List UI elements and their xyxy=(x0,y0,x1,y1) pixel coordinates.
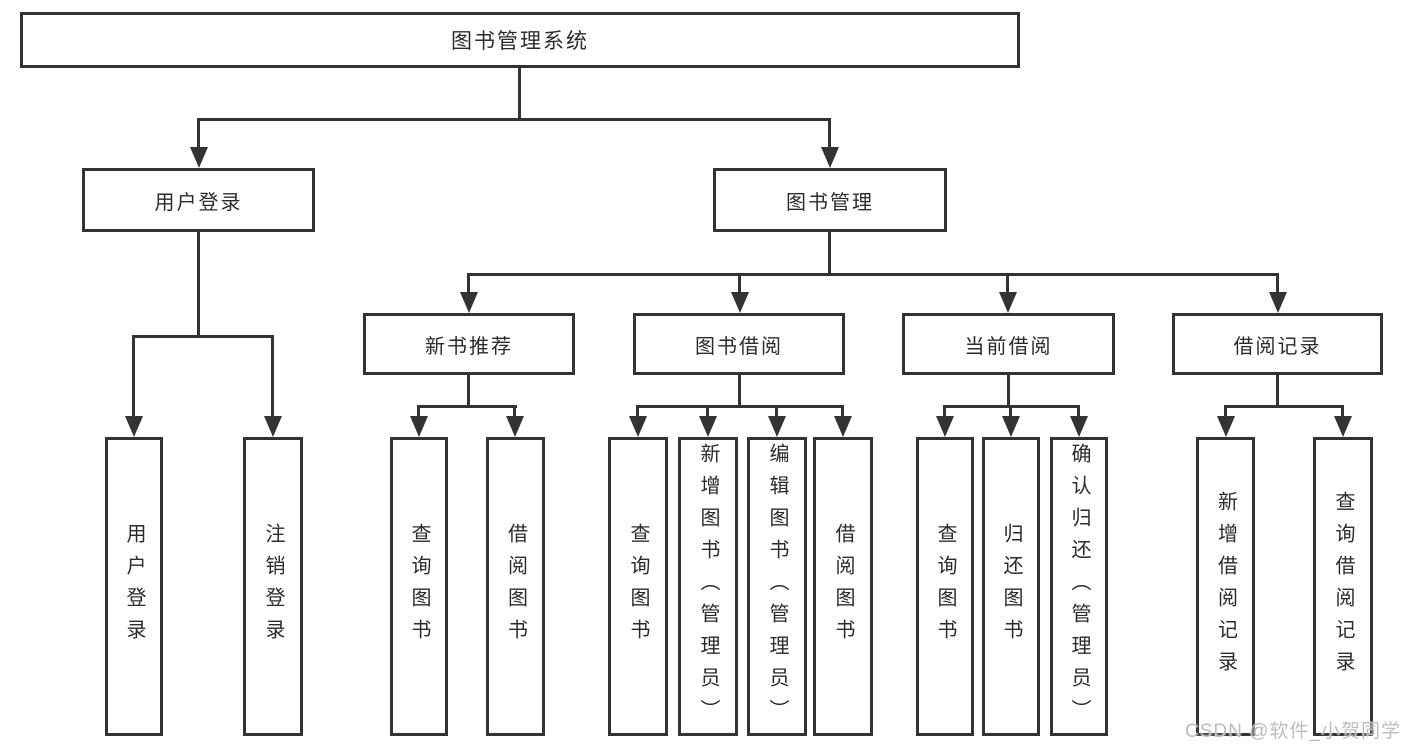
connector-arrow-add-borrow-record xyxy=(1216,405,1235,437)
connector-arrow-return-books xyxy=(1001,405,1020,437)
connector-book-borrow-bus xyxy=(636,405,843,408)
leaf-add-borrow-record: 新增借阅记录 xyxy=(1196,437,1255,736)
leaf-borrow-books: 借阅图书 xyxy=(813,437,873,736)
leaf-edit-books-admin: 编辑图书（管理员） xyxy=(747,437,807,736)
node-user-login: 用户登录 xyxy=(82,168,315,232)
connector-arrow-leaf-logout xyxy=(263,335,282,437)
connector-arrow-new-book-recommend xyxy=(459,273,478,313)
connector-arrow-edit-books-admin xyxy=(767,405,786,437)
connector-arrow-add-books-admin xyxy=(698,405,717,437)
leaf-query-borrow-record: 查询借阅记录 xyxy=(1313,437,1373,736)
connector-current-borrow-stub xyxy=(1007,373,1010,407)
connector-new-book-bus xyxy=(417,405,517,408)
connector-arrow-query-books-recommend xyxy=(409,405,428,437)
csdn-watermark: CSDN @软件_小贺同学 xyxy=(1185,721,1401,742)
node-book-management: 图书管理 xyxy=(713,168,947,232)
connector-arrow-query-books-borrow xyxy=(628,405,647,437)
connector-borrow-records-bus xyxy=(1224,405,1343,408)
connector-arrow-query-books-current xyxy=(935,405,954,437)
connector-arrow-borrow-books xyxy=(833,405,852,437)
connector-arrow-user-login xyxy=(189,120,208,168)
leaf-query-books-recommend: 查询图书 xyxy=(390,437,448,736)
leaf-user-login: 用户登录 xyxy=(105,437,163,736)
leaf-add-books-admin: 新增图书（管理员） xyxy=(678,437,738,736)
connector-root-stub xyxy=(518,65,521,120)
node-borrow-records: 借阅记录 xyxy=(1172,313,1383,375)
connector-book-management-stub xyxy=(828,230,831,275)
connector-book-management-bus xyxy=(467,273,1279,276)
leaf-confirm-return-admin: 确认归还（管理员） xyxy=(1050,437,1108,736)
leaf-borrow-books-recommend: 借阅图书 xyxy=(486,437,545,736)
connector-book-borrow-stub xyxy=(738,373,741,407)
connector-user-login-bus xyxy=(132,335,274,338)
connector-user-login-stub xyxy=(197,230,200,337)
connector-arrow-book-borrow xyxy=(730,273,749,313)
connector-arrow-query-borrow-record xyxy=(1333,405,1352,437)
connector-arrow-current-borrow xyxy=(998,273,1017,313)
node-current-borrow: 当前借阅 xyxy=(902,313,1115,375)
leaf-return-books: 归还图书 xyxy=(982,437,1040,736)
node-new-book-recommend: 新书推荐 xyxy=(363,313,575,375)
connector-arrow-confirm-return-admin xyxy=(1069,405,1088,437)
connector-arrow-leaf-user-login xyxy=(124,335,143,437)
connector-new-book-stub xyxy=(467,373,470,407)
node-library-system: 图书管理系统 xyxy=(20,12,1020,68)
connector-arrow-book-management xyxy=(820,120,839,168)
leaf-query-books-borrow: 查询图书 xyxy=(608,437,668,736)
connector-root-bus xyxy=(197,118,831,121)
connector-borrow-records-stub xyxy=(1276,373,1279,407)
connector-arrow-borrow-records xyxy=(1268,273,1287,313)
connector-arrow-borrow-books-recommend xyxy=(505,405,524,437)
leaf-logout: 注销登录 xyxy=(243,437,303,736)
node-book-borrow: 图书借阅 xyxy=(633,313,845,375)
leaf-query-books-current: 查询图书 xyxy=(916,437,974,736)
